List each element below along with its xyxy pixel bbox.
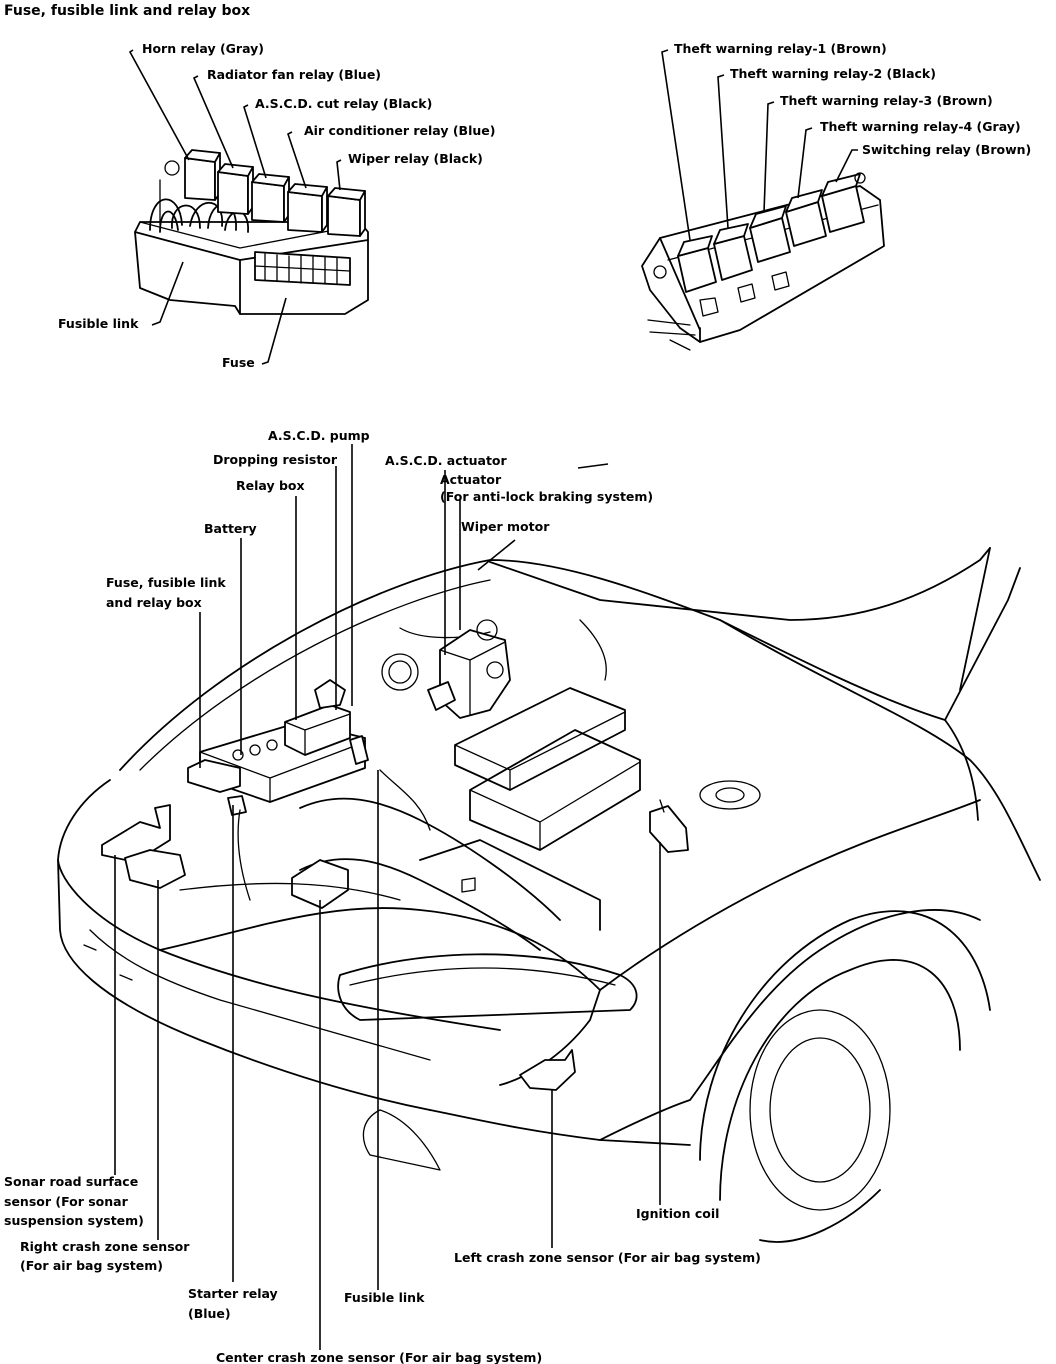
- label-switching-relay: Switching relay (Brown): [862, 142, 1031, 157]
- label-sonar-line2: sensor (For sonar: [4, 1194, 129, 1209]
- label-sonar-line1: Sonar road surface: [4, 1174, 138, 1189]
- label-right-crash-line2: (For air bag system): [20, 1258, 163, 1273]
- label-fuse-box-line2: and relay box: [106, 595, 202, 610]
- label-radiator-fan-relay: Radiator fan relay (Blue): [207, 67, 381, 82]
- label-starter-relay-line1: Starter relay: [188, 1286, 278, 1301]
- label-starter-relay-line2: (Blue): [188, 1306, 231, 1321]
- label-actuator-abs: (For anti-lock braking system): [440, 489, 653, 504]
- label-right-crash-line1: Right crash zone sensor: [20, 1239, 190, 1254]
- label-theft-warning-relay-3: Theft warning relay-3 (Brown): [780, 93, 993, 108]
- label-wiper-relay: Wiper relay (Black): [348, 151, 483, 166]
- diagram-title: Fuse, fusible link and relay box: [4, 3, 250, 19]
- label-center-crash-sensor: Center crash zone sensor (For air bag sy…: [216, 1350, 542, 1364]
- theft-relay-box-illustration: [641, 172, 885, 351]
- label-ascd-cut-relay: A.S.C.D. cut relay (Black): [255, 96, 432, 111]
- label-wiper-motor: Wiper motor: [461, 519, 550, 534]
- label-ascd-actuator: A.S.C.D. actuator: [385, 453, 508, 468]
- label-fusible-link-top: Fusible link: [58, 316, 139, 331]
- label-theft-warning-relay-4: Theft warning relay-4 (Gray): [820, 119, 1021, 134]
- label-theft-warning-relay-2: Theft warning relay-2 (Black): [730, 66, 936, 81]
- label-fuse: Fuse: [222, 355, 255, 370]
- label-theft-warning-relay-1: Theft warning relay-1 (Brown): [674, 41, 887, 56]
- label-horn-relay: Horn relay (Gray): [142, 41, 264, 56]
- label-fusible-link-car: Fusible link: [344, 1290, 425, 1305]
- label-ignition-coil: Ignition coil: [636, 1206, 719, 1221]
- label-left-crash-sensor: Left crash zone sensor (For air bag syst…: [454, 1250, 761, 1265]
- label-air-conditioner-relay: Air conditioner relay (Blue): [304, 123, 495, 138]
- label-fuse-box-line1: Fuse, fusible link: [106, 575, 226, 590]
- label-actuator: Actuator: [440, 472, 502, 487]
- label-sonar-line3: suspension system): [4, 1213, 144, 1228]
- label-ascd-pump: A.S.C.D. pump: [268, 428, 370, 443]
- label-relay-box: Relay box: [236, 478, 305, 493]
- fuse-relay-box-illustration: [134, 149, 369, 315]
- label-dropping-resistor: Dropping resistor: [213, 452, 338, 467]
- car-illustration: [57, 547, 1041, 1243]
- label-battery: Battery: [204, 521, 257, 536]
